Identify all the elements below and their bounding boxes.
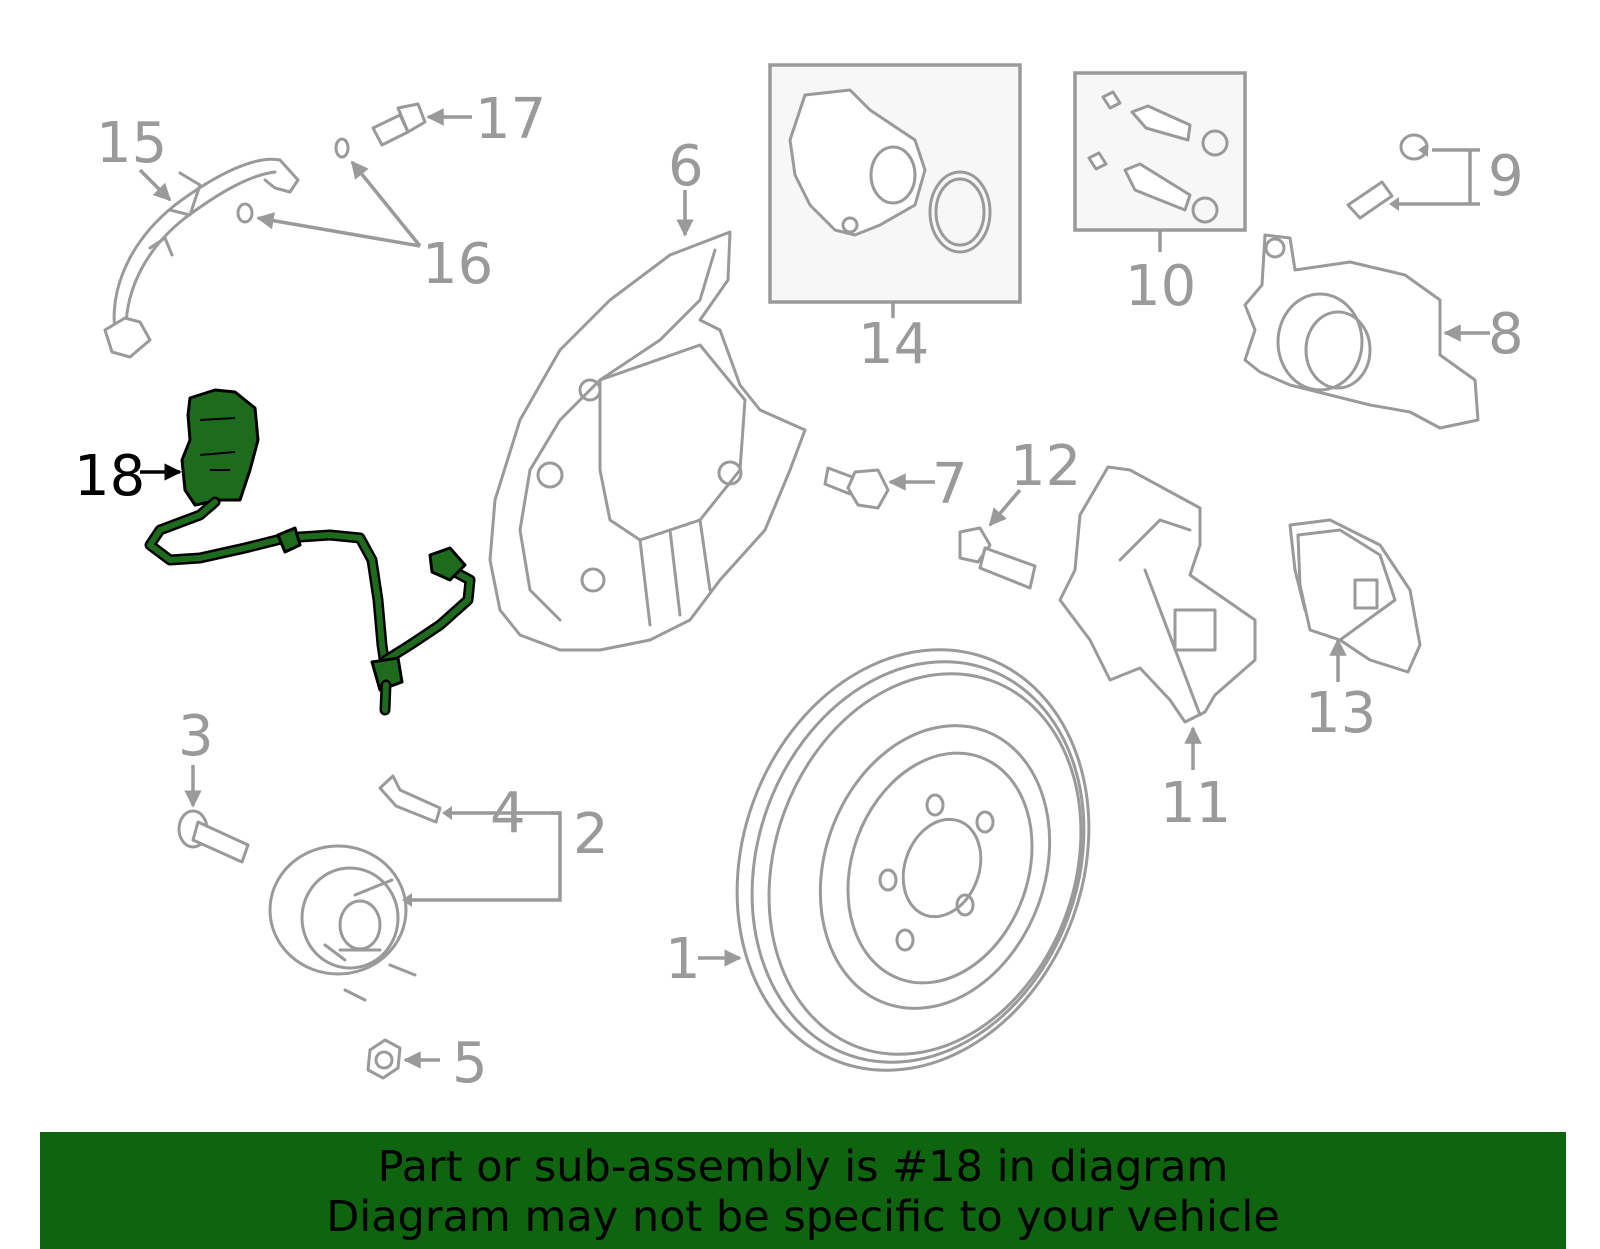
part-3-bolt[interactable] [177, 809, 250, 864]
part-13-brake-pads[interactable] [1288, 518, 1422, 674]
part-12-bolt[interactable] [958, 526, 1037, 590]
part-1-rotor[interactable] [680, 600, 1147, 1120]
callout-7: 7 [932, 452, 968, 517]
callout-5: 5 [452, 1031, 488, 1096]
callout-10: 10 [1125, 254, 1196, 319]
callout-14: 14 [858, 312, 929, 377]
leader-2-4 [410, 811, 562, 902]
part-14-kit-box[interactable] [768, 63, 1022, 304]
part-9-bleeder[interactable] [1346, 133, 1429, 220]
part-16-grommets[interactable] [236, 137, 350, 224]
leader-9 [1395, 148, 1480, 206]
leader-15 [138, 168, 172, 202]
banner-line-1: Part or sub-assembly is #18 in diagram [377, 1142, 1229, 1192]
callout-8: 8 [1488, 302, 1524, 367]
callout-3: 3 [178, 704, 214, 769]
part-15-bracket[interactable] [103, 157, 300, 359]
callout-12: 12 [1010, 434, 1081, 499]
callout-16: 16 [422, 232, 493, 297]
part-4-stud[interactable] [378, 774, 442, 824]
part-7-bolt[interactable] [823, 466, 890, 510]
part-10-bolt-kit[interactable] [1073, 71, 1247, 232]
callout-9: 9 [1488, 144, 1524, 209]
callout-17: 17 [475, 87, 546, 152]
callout-11: 11 [1160, 771, 1231, 836]
callout-13: 13 [1305, 681, 1376, 746]
callout-15: 15 [96, 111, 167, 176]
banner-line-2: Diagram may not be specific to your vehi… [326, 1192, 1280, 1242]
callout-4: 4 [490, 781, 526, 846]
part-5-nut[interactable] [366, 1038, 402, 1080]
part-6-dust-shield[interactable] [488, 230, 807, 652]
part-8-caliper[interactable] [1243, 233, 1480, 430]
callout-1: 1 [665, 927, 701, 992]
part-11-caliper-bracket[interactable] [1058, 465, 1257, 724]
info-banner: Part or sub-assembly is #18 in diagram D… [40, 1132, 1566, 1249]
callout-2: 2 [573, 802, 609, 867]
leader-12 [988, 488, 1022, 527]
leader-16a [350, 160, 422, 248]
callout-18: 18 [74, 444, 145, 509]
leader-16b [256, 212, 421, 248]
part-18-abs-sensor-harness[interactable] [144, 388, 476, 716]
part-2-hub[interactable] [268, 844, 417, 1002]
part-17-bolt[interactable] [371, 102, 427, 147]
callout-6: 6 [668, 134, 704, 199]
